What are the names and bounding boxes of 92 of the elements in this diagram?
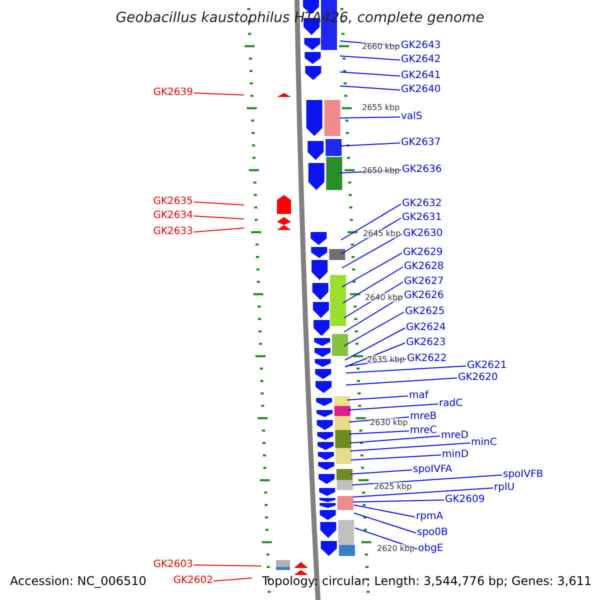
gene-label: GK2632 [402,198,442,210]
gene-label: GK2627 [404,276,444,288]
gene-label: spoIVFB [503,469,544,481]
gene-label: GK2630 [403,228,443,240]
leader-line [340,204,402,240]
gene-label: GK2621 [467,360,507,372]
gene-label: minC [471,437,497,449]
leader-line [340,40,400,46]
leader-line [348,430,410,434]
gene-label: GK2623 [406,337,446,349]
leader-line [340,86,400,90]
gene-label: GK2634 [153,210,193,222]
gene-label: GK2629 [403,247,443,259]
gene-label: obgE [418,543,444,555]
gene-label: spoIVFA [413,464,452,476]
leader-line [342,234,402,268]
leader-line [350,454,442,460]
gene-label: GK2642 [401,54,441,66]
leader-line [340,72,400,76]
leader-line [352,488,494,498]
leader-line [346,378,458,386]
leader-line [344,328,406,360]
gene-label: GK2636 [402,164,442,176]
gene-label: radC [439,398,463,410]
scale-label: 2660 kbp [362,42,400,51]
gene-label: mreC [410,425,437,437]
leader-line [194,216,244,220]
gene-label: mreD [441,430,468,442]
gene-label: rplU [494,482,515,494]
leader-line [344,342,406,368]
gene-label: GK2631 [402,212,442,224]
gene-label: GK2609 [445,494,485,506]
scale-label: 2645 kbp [363,229,401,238]
leader-line [346,358,406,366]
leader-line [346,366,466,374]
gene-label: minD [442,449,469,461]
scale-label: 2650 kbp [362,166,400,175]
leader-line [350,470,412,474]
leader-line [340,116,400,118]
leader-line [342,252,402,288]
gene-label: GK2637 [401,137,441,149]
gene-label: mreB [410,411,437,423]
leader-line [340,218,402,254]
gene-label: GK2643 [401,40,441,52]
leader-line [354,528,418,550]
leader-line [340,142,400,146]
leader-line [194,564,262,566]
leader-line [194,202,244,206]
leader-line [344,296,404,332]
gene-label: GK2603 [153,559,193,571]
gene-label: maf [409,390,428,402]
gene-label: spo0B [417,527,448,539]
gene-label: GK2626 [404,290,444,302]
leader-line [354,504,416,518]
scale-label: 2620 kbp [377,544,415,553]
leader-line [352,500,444,502]
title: Geobacillus kaustophilus HTA426, complete genome [114,10,486,26]
gene-label: GK2640 [401,84,441,96]
gene-label: rpmA [416,511,444,523]
leader-line [194,92,244,96]
leader-line [348,416,410,422]
leader-line [340,170,402,174]
scale-label: 2635 kbp [367,355,405,364]
leader-line [344,282,404,318]
leader-line [348,404,438,410]
gene-label: GK2620 [458,372,498,384]
leader-line [346,396,408,400]
scale-label: 2640 kbp [365,293,403,302]
gene-label: GK2641 [401,70,441,82]
leader-line [354,512,416,534]
leader-line [352,474,502,486]
leader-line [342,266,404,304]
gene-label: GK2622 [407,353,447,365]
leader-line [344,312,404,346]
leader-line [214,578,252,582]
scale-label: 2625 kbp [374,482,412,491]
leader-line [194,228,244,232]
leader-line [340,56,400,60]
accession-text: Accession: NC_006510 [10,575,146,587]
leader-line [350,436,440,444]
gene-label: valS [401,111,422,123]
gene-label: GK2625 [405,306,445,318]
scale-label: 2655 kbp [362,103,400,112]
gene-label: GK2639 [153,87,193,99]
gene-label: GK2628 [404,261,444,273]
gene-label: GK2602 [173,575,213,587]
scale-label: 2630 kbp [370,418,408,427]
gene-label: GK2624 [406,322,446,334]
gene-label: GK2633 [153,226,193,238]
leader-line [350,442,470,452]
genome-stats-text: Topology: circular; Length: 3,544,776 bp; Genes: 3,611 [262,575,592,587]
gene-label: GK2635 [153,196,193,208]
